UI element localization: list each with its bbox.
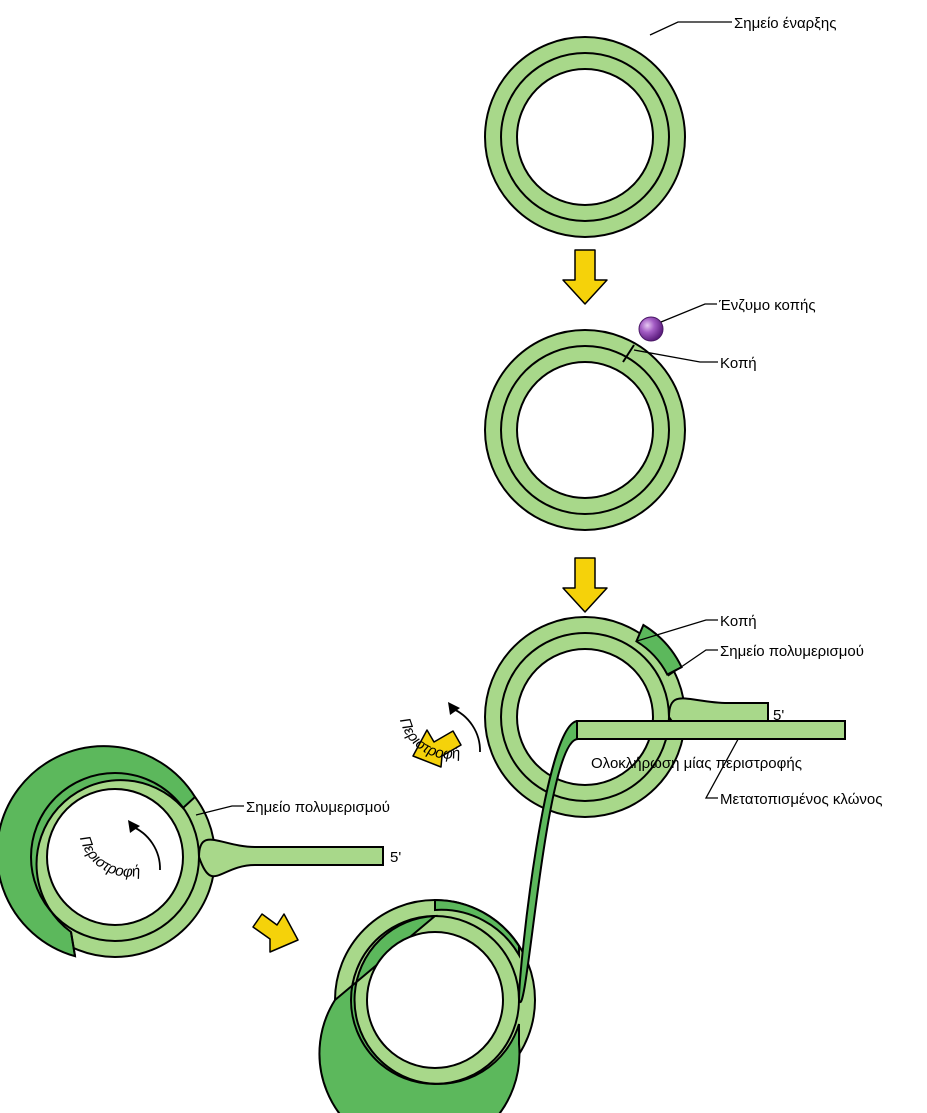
displaced-strand-3 (577, 721, 845, 739)
circle-stage-1 (485, 37, 685, 237)
displaced-strand-2 (199, 840, 383, 877)
one-rotation-label: Ολοκλήρωση μίας περιστροφής (591, 755, 802, 772)
nick-label-1: Κοπή (720, 355, 757, 372)
diagonal-arrow-right (253, 914, 298, 952)
origin-label: Σημείο έναρξης (734, 15, 836, 32)
circle-stage-4 (0, 746, 383, 957)
origin-leader (650, 22, 732, 35)
polymerization-label-2: Σημείο πολυμερισμού (246, 799, 390, 816)
nicking-enzyme-leader (661, 304, 717, 322)
five-prime-label-2: 5' (390, 849, 401, 866)
nick-label-2: Κοπή (720, 613, 757, 630)
circle-stage-2 (485, 330, 685, 530)
down-arrow-2 (563, 558, 607, 612)
down-arrow-1 (563, 250, 607, 304)
nicking-enzyme-label: Ένζυμο κοπής (718, 297, 816, 314)
nicking-enzyme-icon (639, 317, 663, 341)
displaced-strand-label: Μετατοπισμένος κλώνος (720, 791, 882, 808)
rotation-arrowhead-2 (448, 702, 460, 715)
polymerization-label-1: Σημείο πολυμερισμού (720, 643, 864, 660)
